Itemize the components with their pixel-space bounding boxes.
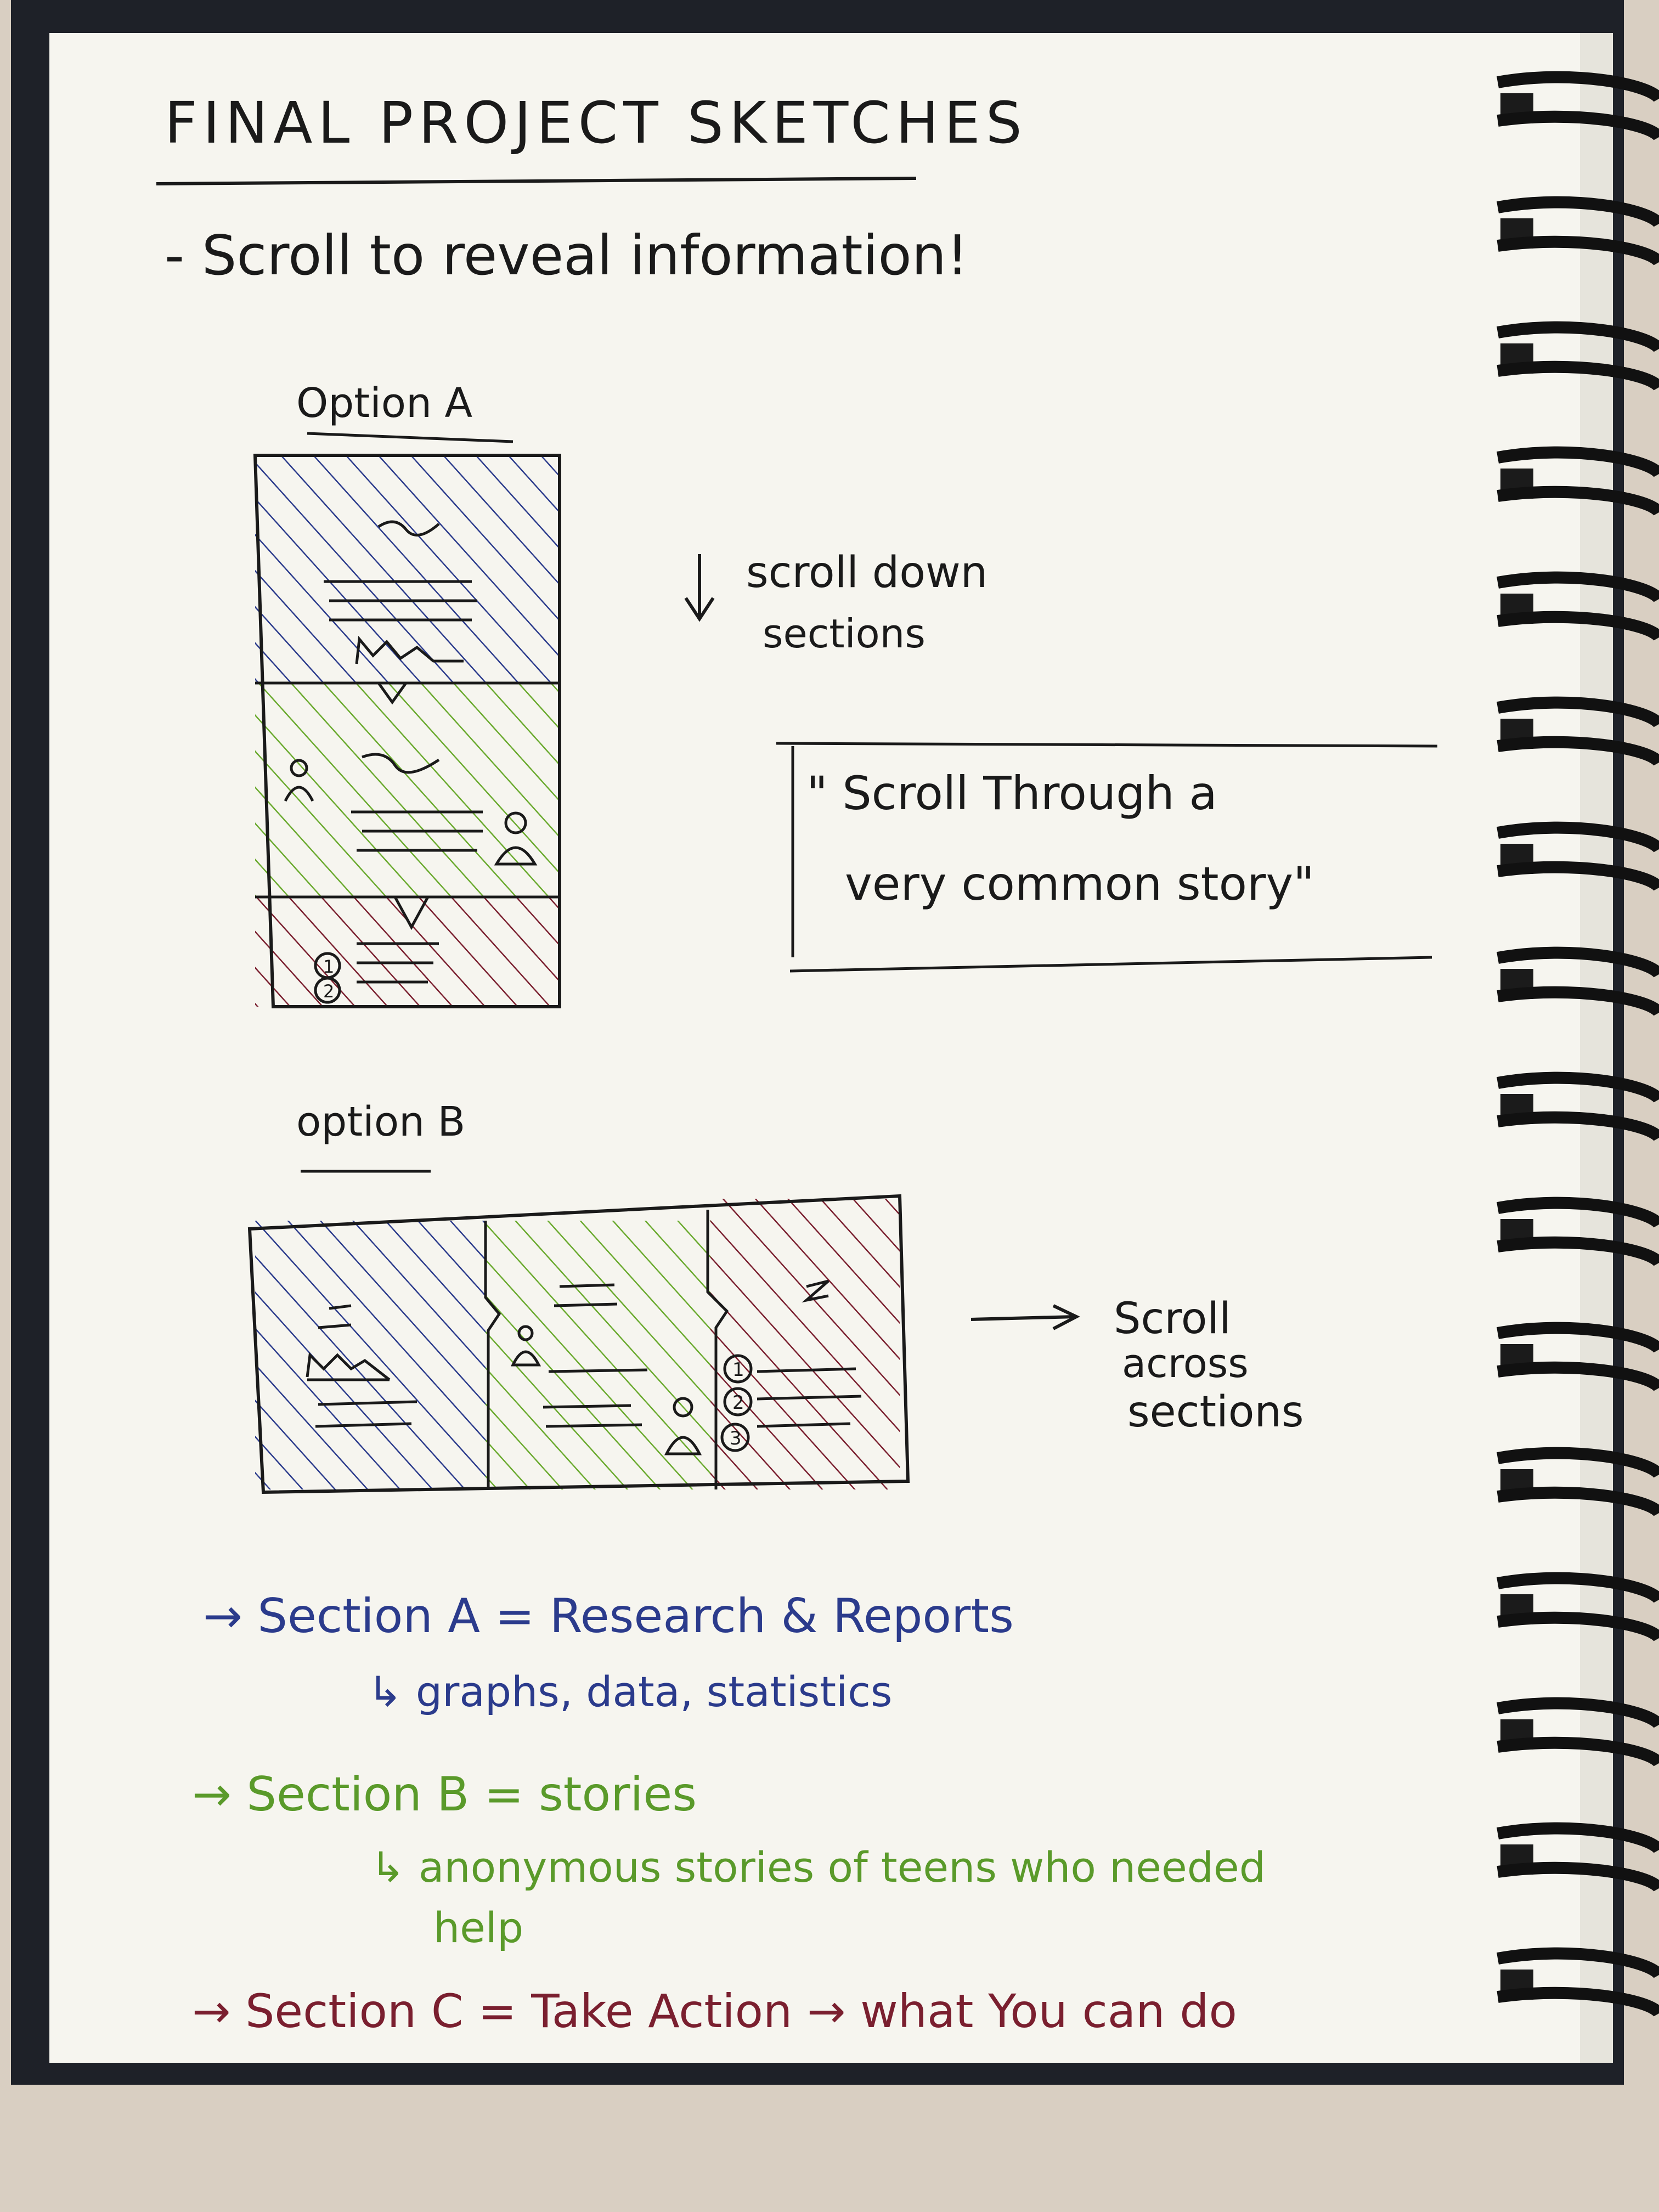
spiral-coil	[1497, 1322, 1659, 1392]
spiral-coil	[1497, 71, 1659, 142]
option-b-label: option B	[296, 1098, 465, 1146]
option-a-underline	[307, 432, 514, 443]
section-a-subnote: ↳ graphs, data, statistics	[368, 1667, 893, 1716]
option-a-sketch: 1 2	[253, 454, 561, 1008]
spiral-coil	[1497, 1697, 1659, 1768]
spiral-coil	[1497, 946, 1659, 1017]
quote-line-2: very common story"	[845, 857, 1314, 911]
section-b-note: → Section B = stories	[192, 1767, 697, 1822]
section-a-note: → Section A = Research & Reports	[203, 1589, 1014, 1644]
section-b-subnote-1: ↳ anonymous stories of teens who needed	[370, 1843, 1266, 1892]
spiral-binding	[1497, 71, 1659, 2018]
spiral-coil	[1497, 1572, 1659, 1643]
section-c-note: → Section C = Take Action → what You can…	[192, 1984, 1237, 2038]
option-a-arrow-note-line1: scroll down	[746, 548, 988, 597]
option-b-note-line1: Scroll	[1114, 1294, 1231, 1344]
sketch-num-b1: 1	[732, 1359, 744, 1381]
spiral-coil	[1497, 696, 1659, 767]
option-a-arrow-note-line2: sections	[763, 611, 926, 657]
down-arrow-icon	[684, 554, 715, 622]
sketch-num-b2: 2	[732, 1392, 744, 1414]
spiral-coil	[1497, 1947, 1659, 2018]
spiral-coil	[1497, 446, 1659, 517]
spiral-coil	[1497, 821, 1659, 892]
quote-box	[776, 742, 1438, 973]
spiral-coil	[1497, 196, 1659, 267]
sketch-num-b3: 3	[730, 1427, 742, 1449]
option-a-label: Option A	[296, 380, 472, 427]
spiral-coil	[1497, 571, 1659, 642]
section-b-subnote-2: help	[433, 1903, 523, 1952]
quote-line-1: " Scroll Through a	[806, 766, 1217, 820]
page-edge-shadow	[1580, 33, 1613, 2063]
spiral-coil	[1497, 321, 1659, 392]
page-title: FINAL PROJECT SKETCHES	[165, 89, 1028, 156]
option-b-sketch: 1 2 3	[247, 1194, 910, 1494]
title-underline	[156, 177, 917, 185]
notebook-page	[49, 33, 1613, 2063]
option-b-note-line2: across	[1122, 1340, 1249, 1386]
sketch-num-2: 2	[323, 981, 334, 1002]
option-b-note-line3: sections	[1127, 1387, 1304, 1437]
spiral-coil	[1497, 1447, 1659, 1517]
spiral-coil	[1497, 1822, 1659, 1893]
sketch-num-1: 1	[323, 956, 334, 977]
spiral-coil	[1497, 1071, 1659, 1142]
spiral-coil	[1497, 1197, 1659, 1267]
intro-note: - Scroll to reveal information!	[165, 223, 968, 287]
right-arrow-icon	[970, 1304, 1080, 1330]
